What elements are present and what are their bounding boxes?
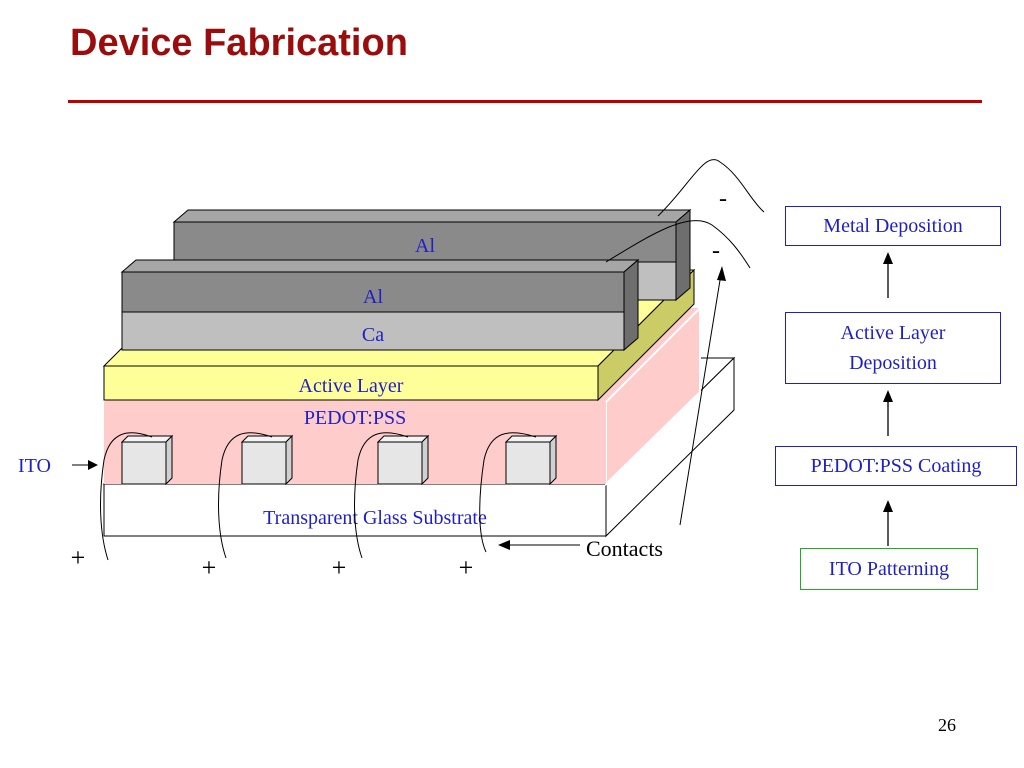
ca-label: Ca: [362, 324, 384, 346]
front-electrode: [120, 258, 640, 352]
ito-pad: [240, 434, 294, 486]
ito-pads: [120, 434, 558, 486]
plus-sign: +: [202, 553, 217, 582]
ito-label: ITO: [18, 455, 51, 477]
step-active-layer-deposition: Active Layer Deposition: [785, 312, 1001, 384]
plus-sign: +: [459, 553, 474, 582]
active-layer-label: Active Layer: [299, 375, 404, 397]
minus-sign: -: [719, 186, 727, 212]
plus-sign: +: [71, 543, 86, 572]
title-underline: [68, 100, 982, 103]
al-front-label: Al: [363, 286, 383, 308]
cathode-wires: [605, 159, 765, 269]
substrate-label: Transparent Glass Substrate: [263, 507, 487, 529]
plus-sign: +: [332, 553, 347, 582]
minus-sign: -: [712, 238, 720, 264]
step-metal-deposition: Metal Deposition: [785, 206, 1001, 246]
ito-pad: [120, 434, 174, 486]
ito-arrow: [72, 460, 98, 470]
anode-wires: [100, 432, 537, 561]
slide-title: Device Fabrication: [70, 22, 408, 64]
ito-pad: [376, 434, 430, 486]
contacts-label: Contacts: [586, 536, 663, 561]
pedot-label: PEDOT:PSS: [304, 407, 406, 429]
contact-arrows: [498, 266, 726, 550]
page-number: 26: [938, 715, 956, 735]
step-pedot-pss-coating: PEDOT:PSS Coating: [775, 446, 1017, 486]
step-ito-patterning: ITO Patterning: [800, 548, 978, 590]
ito-pad: [504, 434, 558, 486]
al-back-label: Al: [415, 235, 435, 257]
process-arrows: [883, 252, 893, 546]
